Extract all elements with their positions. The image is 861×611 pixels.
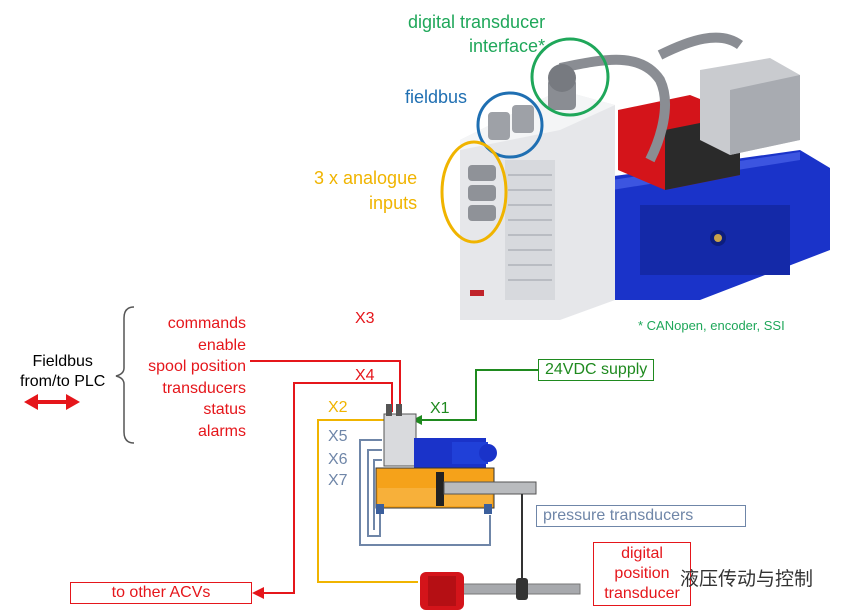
signal-item: status (203, 401, 246, 418)
x6-line (367, 449, 382, 537)
x5-label: X5 (328, 428, 348, 445)
signal-item: alarms (197, 422, 246, 440)
x1-line (418, 369, 540, 421)
signal-list: commands enable spool position transduce… (130, 313, 246, 442)
x2-line (317, 419, 418, 583)
x6-label: X6 (328, 451, 348, 468)
fieldbus-title: Fieldbus (32, 353, 93, 370)
analogue-inputs-label: 3 x analogue inputs (314, 168, 418, 213)
x7-line (373, 459, 382, 530)
valve-product-image (460, 32, 830, 320)
signal-item: spool position (148, 358, 246, 375)
signal-brace (115, 306, 135, 444)
footnote-label: * CANopen, encoder, SSI (638, 318, 785, 333)
x5-line (359, 439, 491, 546)
x2-label: X2 (328, 399, 348, 416)
signal-item: enable (197, 336, 246, 354)
x4-label: X4 (355, 367, 375, 384)
plc-title: from/to PLC (20, 373, 106, 390)
x3-label: X3 (355, 310, 375, 327)
other-acvs-box: to other ACVs (70, 582, 252, 604)
fieldbus-circle (476, 91, 544, 159)
supply-box: 24VDC supply (538, 359, 655, 381)
x4-line (262, 382, 393, 594)
position-transducer-schematic (420, 572, 581, 610)
digital-interface-circle (530, 37, 610, 117)
signal-item: commands (167, 315, 246, 332)
cylinder-schematic (375, 467, 537, 514)
x3-line (250, 360, 401, 412)
digital-transducer-label: digital transducer interface* (408, 12, 546, 56)
fieldbus-plc-label: Fieldbus from/to PLC (20, 352, 105, 392)
fieldbus-label: fieldbus (405, 87, 468, 107)
digital-position-transducer-box: digital position transducer (593, 542, 691, 606)
signal-item: transducers (162, 379, 246, 397)
pressure-transducers-box: pressure transducers (536, 505, 746, 527)
x7-label: X7 (328, 472, 348, 489)
x1-label: X1 (430, 400, 450, 417)
analogue-inputs-circle (440, 140, 508, 244)
valve-schematic (383, 404, 497, 468)
bidirectional-arrow-icon (24, 394, 80, 410)
watermark-text: 液压传动与控制 (680, 568, 814, 590)
